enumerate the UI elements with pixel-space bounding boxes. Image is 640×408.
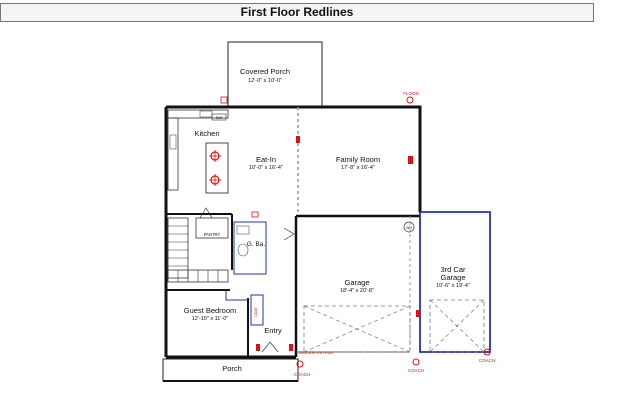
kitchen-counter-top <box>167 109 229 119</box>
staircase <box>167 217 229 283</box>
covered-porch-dims: 12'-0" x 10'-0" <box>248 78 282 84</box>
coat-label: COAT <box>254 306 258 316</box>
flood-light-icon <box>406 96 414 104</box>
redline-switch-2 <box>416 310 420 317</box>
sink <box>199 110 213 118</box>
kitchen-counter-side <box>167 117 179 191</box>
entry-door-swing <box>261 341 279 353</box>
water-heater <box>403 221 415 233</box>
third-car-garage-outline <box>419 211 491 353</box>
covered-porch-label: Covered Porch <box>240 67 290 76</box>
family-room-label: Family Room <box>336 155 380 164</box>
title-bar: First Floor Redlines <box>0 3 594 22</box>
range <box>169 134 177 150</box>
coach-label-left: COACH <box>294 372 310 377</box>
garage-door-main <box>303 305 411 353</box>
coach-label-right: COACH <box>479 358 495 363</box>
garage-dims: 18'-4" x 20'-8" <box>340 288 374 294</box>
eat-in-label: Eat-In <box>256 155 276 164</box>
pantry-label: PANTRY <box>204 232 221 237</box>
third-car-label-1: 3rd Car <box>440 265 466 274</box>
garage-keypad-label: GARAGE KEYPAD <box>299 350 333 355</box>
guest-bedroom-dims: 12'-10" x 11'-0" <box>192 316 229 322</box>
family-room-dims: 17'-8" x 16'-4" <box>341 165 375 171</box>
garage-label: Garage <box>344 278 369 287</box>
coat-closet <box>250 294 264 326</box>
entry-label: Entry <box>264 326 282 335</box>
coach-light-right-icon <box>483 348 491 356</box>
flood-label: FLOOD <box>403 91 419 96</box>
guest-bedroom-label: Guest Bedroom <box>184 306 237 315</box>
redline-box-porch <box>220 96 228 104</box>
fireplace-redline <box>408 156 413 164</box>
redline-switch-3 <box>289 344 293 351</box>
garage-door-third <box>429 299 485 353</box>
page-title: First Floor Redlines <box>240 5 354 19</box>
sw-label: SW <box>216 115 223 120</box>
bath-label: G. Ba. <box>247 241 266 248</box>
bedroom-closet <box>225 290 248 301</box>
north-wall <box>166 105 422 212</box>
kitchen-label: Kitchen <box>194 129 219 138</box>
garage-door-swing <box>283 227 295 241</box>
toilet <box>237 243 249 257</box>
porch-label: Porch <box>222 364 242 373</box>
coach-light-left-icon <box>296 360 304 368</box>
kitchen-island <box>205 142 229 194</box>
bath-outline <box>233 221 267 275</box>
wh-label: WH <box>406 226 412 230</box>
entry-switch-redline <box>256 344 260 351</box>
coach-light-mid-icon <box>412 358 420 366</box>
coach-label-mid: COACH <box>408 368 424 373</box>
redline-bath-fixture <box>251 211 259 218</box>
redline-switch-1 <box>296 136 300 143</box>
third-car-label-2: Garage <box>440 273 465 282</box>
vanity <box>236 225 250 235</box>
eat-in-dims: 10'-0" x 16'-4" <box>249 165 283 171</box>
third-car-dims: 10'-6" x 19'-4" <box>436 283 470 289</box>
